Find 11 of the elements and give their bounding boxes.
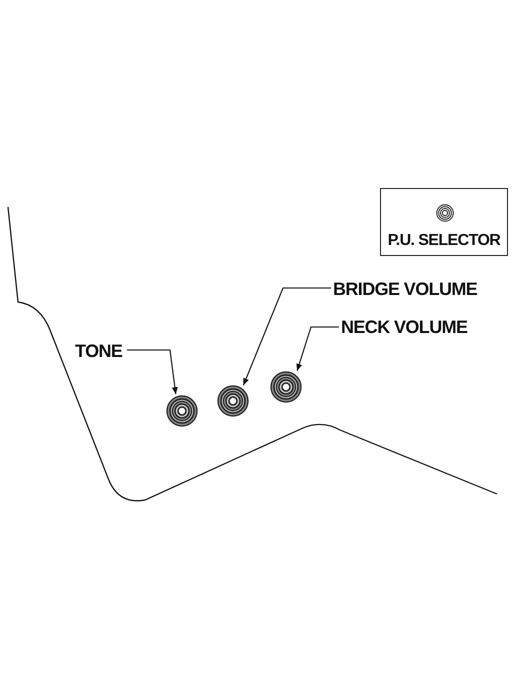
selector-panel [380, 188, 508, 256]
knob-icon [270, 371, 302, 403]
knob-icon [217, 385, 249, 417]
knob-icon [166, 395, 198, 427]
control-label: BRIDGE VOLUME [333, 279, 478, 299]
leader-line [296, 326, 339, 371]
leader-line [127, 349, 178, 394]
leader-line [242, 287, 331, 386]
selector-label: P.U. SELECTOR [386, 231, 502, 251]
control-label: TONE [75, 341, 122, 361]
control-label: NECK VOLUME [341, 317, 468, 337]
